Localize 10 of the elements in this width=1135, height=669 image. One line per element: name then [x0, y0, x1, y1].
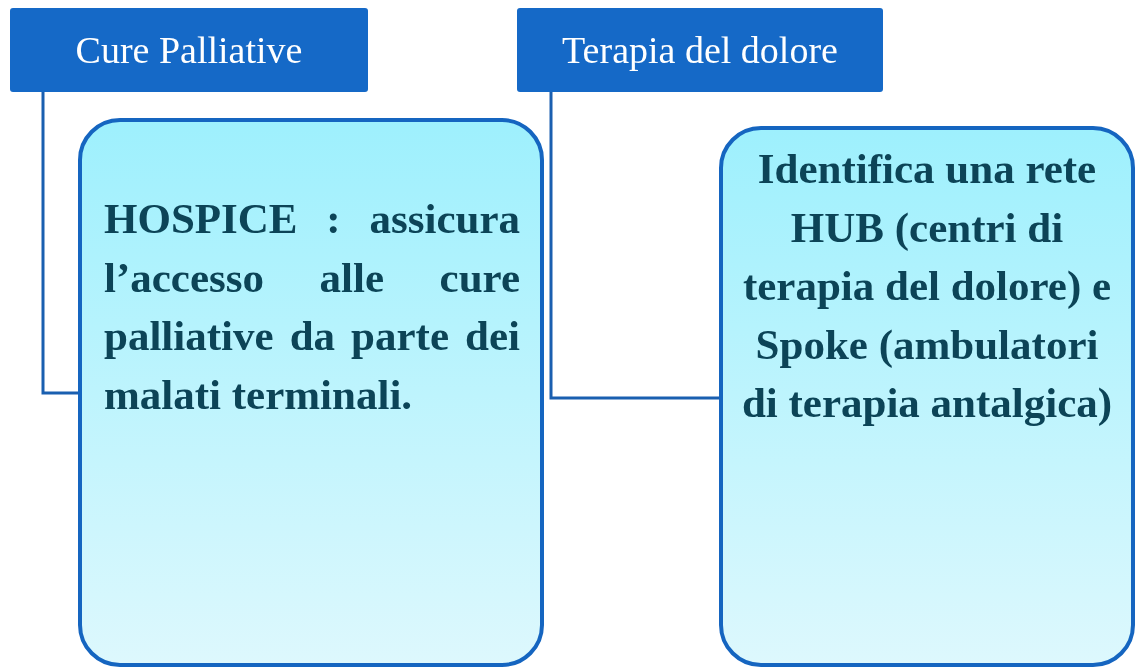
header-box — [10, 8, 368, 92]
header-label: Terapia del dolore — [562, 28, 838, 72]
header-label: Cure Palliative — [75, 28, 303, 72]
description-text: Identifica una rete HUB (centri di terapia del dolore) e Spoke (ambulatori di terapia antalgica) — [740, 144, 1114, 428]
content-box — [78, 118, 544, 667]
content-box — [719, 126, 1135, 667]
connector-line — [41, 92, 78, 395]
description-text: HOSPICE : assicura l’accesso alle cure palliative da parte dei malati terminali. — [104, 194, 520, 420]
header-box — [517, 8, 883, 92]
connector-line — [549, 92, 719, 400]
